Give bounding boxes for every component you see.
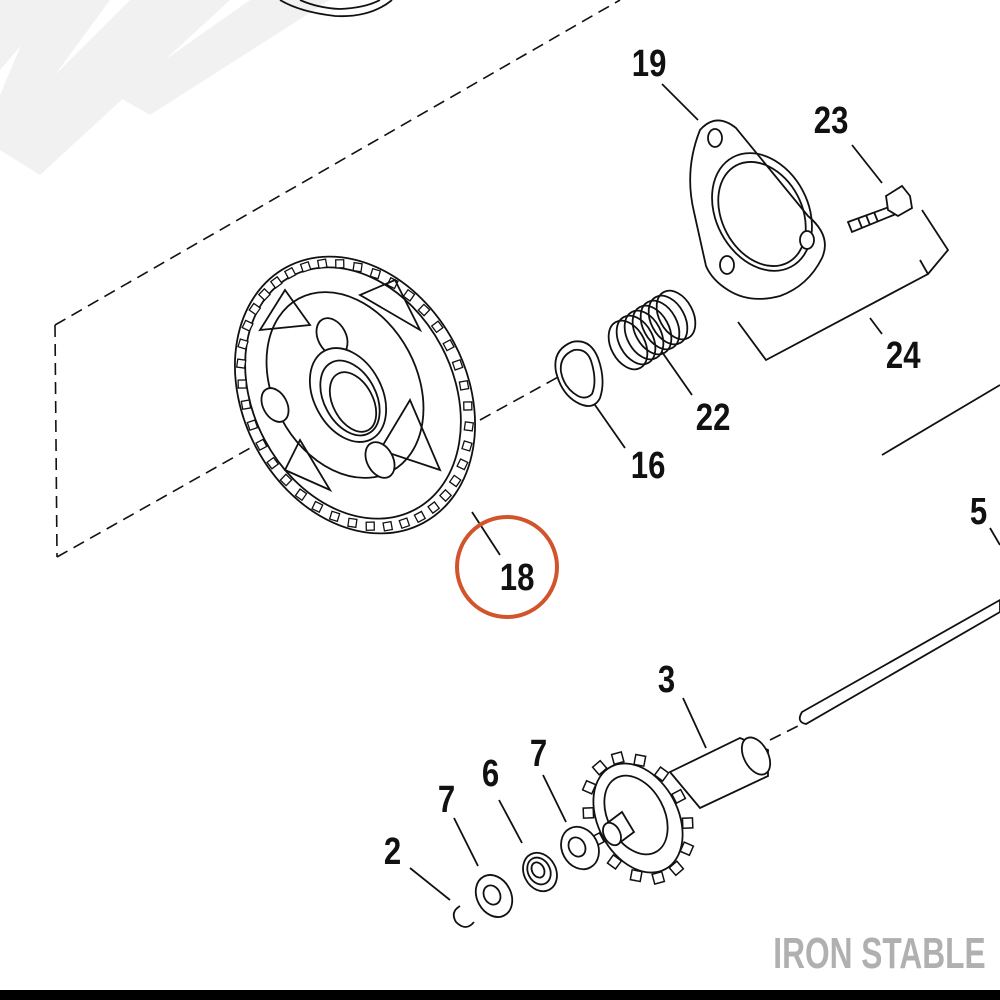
rod-axis-line: [769, 724, 801, 741]
watermark-text: IRON STABLE: [773, 929, 985, 978]
clutch-hub-part-18: [234, 255, 476, 535]
hub-teeth: [235, 258, 475, 532]
release-part-3: [581, 736, 772, 885]
retaining-ring-part-2: [452, 905, 475, 928]
top-ring-part: [279, 0, 393, 18]
screw-part-23: [846, 184, 913, 234]
callout-2: 2: [384, 831, 401, 873]
push-rod-part-5: [798, 598, 1000, 725]
callout-7-right: 7: [530, 733, 547, 775]
callout-7-left: 7: [438, 779, 455, 821]
callout-18: 18: [500, 557, 535, 599]
bearing-plate-part-19: [689, 119, 826, 300]
callout-5: 5: [970, 491, 987, 533]
callout-23: 23: [814, 100, 849, 142]
callout-24: 24: [886, 335, 921, 377]
bottom-bar: [0, 990, 1000, 1000]
wave-washer-part-16: [554, 340, 604, 407]
callout-19: 19: [632, 43, 667, 85]
leader-lines: [409, 83, 1000, 901]
highlight-circle: [455, 515, 559, 619]
bracket-24: [737, 209, 950, 362]
watermark-stripes: [0, 0, 330, 175]
callout-6: 6: [482, 753, 499, 795]
bearing-part-6: [522, 851, 558, 893]
washer-part-7-right: [560, 825, 600, 871]
callout-16: 16: [631, 445, 666, 487]
callout-3: 3: [658, 659, 675, 701]
callout-22: 22: [696, 397, 731, 439]
washer-part-7-left: [474, 874, 514, 918]
spring-part-22: [607, 289, 697, 371]
background-line: [881, 384, 1000, 456]
